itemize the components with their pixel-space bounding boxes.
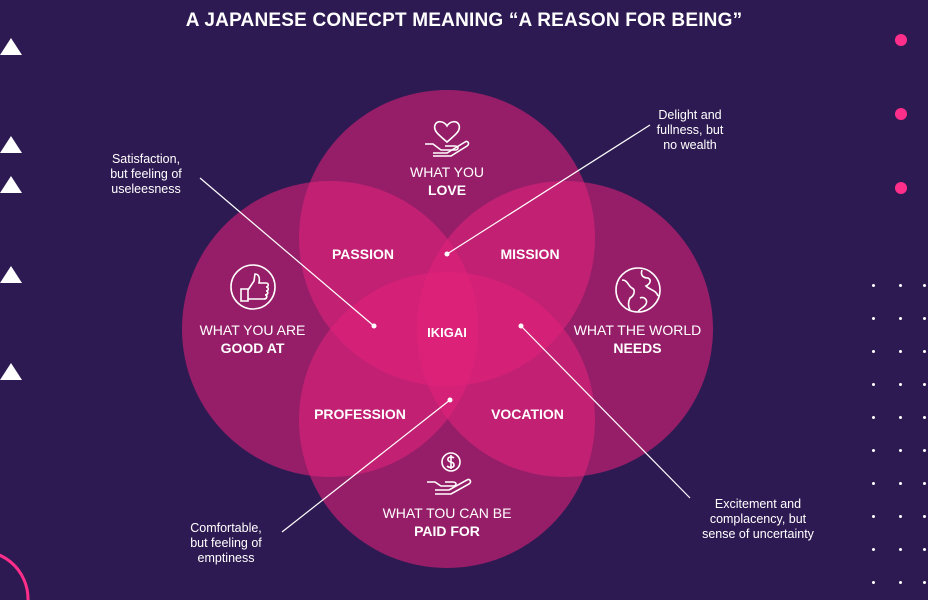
triangle-decor (0, 136, 22, 153)
note-line-top-left (199, 177, 375, 327)
grid-dot (872, 548, 875, 551)
note-top-left-line1: Satisfaction, (111, 152, 181, 166)
note-bottom-left-line2: but feeling of (190, 536, 262, 550)
grid-dot (899, 284, 902, 287)
label-good-line1: WHAT YOU ARE (199, 322, 306, 338)
label-what-the-world-needs: WHAT THE WORLD NEEDS (565, 321, 710, 357)
grid-dot (923, 284, 926, 287)
triangle-decor (0, 176, 22, 193)
page-title: A JAPANESE CONECPT MEANING “A REASON FOR… (185, 10, 743, 31)
zone-ikigai: IKIGAI (427, 325, 467, 340)
dot-decor (895, 34, 907, 46)
note-dot-bottom-left (447, 397, 453, 403)
note-top-left-line2: but feeling of (110, 167, 182, 181)
note-line-top-right (446, 124, 651, 255)
grid-dot (899, 350, 902, 353)
triangle-decor (0, 266, 22, 283)
grid-dot (923, 482, 926, 485)
grid-dot (899, 548, 902, 551)
grid-dot (923, 548, 926, 551)
note-bottom-right-line1: Excitement and (714, 497, 802, 511)
dot-decor (895, 108, 907, 120)
grid-dot (923, 416, 926, 419)
note-bottom-right-line3: sense of uncertainty (702, 527, 814, 541)
zone-vocation: VOCATION (491, 406, 564, 422)
heart-in-hand-icon (425, 120, 470, 157)
note-bottom-right-line2: complacency, but (709, 512, 807, 526)
dollar-in-hand-icon (427, 452, 472, 495)
note-bottom-left: Comfortable, but feeling of emptiness (172, 521, 280, 566)
grid-dot (899, 482, 902, 485)
grid-dot (899, 581, 902, 584)
grid-dot (872, 482, 875, 485)
label-what-you-can-be-paid-for: WHAT TOU CAN BE PAID FOR (372, 504, 522, 540)
grid-dot (923, 581, 926, 584)
grid-dot (899, 515, 902, 518)
grid-dot (872, 581, 875, 584)
label-paid-line2: PAID FOR (414, 523, 480, 539)
grid-dot (923, 350, 926, 353)
grid-dot (923, 317, 926, 320)
note-dot-bottom-right (518, 323, 524, 329)
corner-arc-decor (0, 553, 30, 600)
note-line-bottom-left (281, 399, 451, 533)
zone-passion: PASSION (332, 246, 394, 262)
grid-dot (872, 383, 875, 386)
globe-icon (615, 267, 661, 313)
label-what-you-are-good-at: WHAT YOU ARE GOOD AT (185, 321, 320, 357)
grid-dot (923, 383, 926, 386)
note-top-right-line2: fullness, but (656, 123, 724, 137)
note-dot-top-right (444, 251, 450, 257)
grid-dot (872, 317, 875, 320)
grid-dot (899, 416, 902, 419)
note-bottom-right: Excitement and complacency, but sense of… (688, 497, 828, 542)
grid-dot (872, 350, 875, 353)
dot-decor (895, 182, 907, 194)
circle-paid-for (299, 272, 595, 568)
note-top-left: Satisfaction, but feeling of useleesness (96, 152, 196, 197)
label-paid-line1: WHAT TOU CAN BE (382, 505, 512, 521)
zone-profession: PROFESSION (314, 406, 406, 422)
label-love-line1: WHAT YOU (410, 164, 484, 180)
zone-mission: MISSION (500, 246, 560, 262)
thumbs-up-icon (230, 264, 276, 310)
label-love-line2: LOVE (427, 182, 467, 198)
grid-dot (923, 515, 926, 518)
grid-dot (899, 317, 902, 320)
label-what-you-love: WHAT YOU LOVE (387, 163, 507, 199)
grid-dot (923, 449, 926, 452)
triangle-decor (0, 38, 22, 55)
note-top-right: Delight and fullness, but no wealth (640, 108, 740, 153)
note-line-bottom-right (520, 325, 691, 499)
grid-dot (872, 515, 875, 518)
triangle-decor (0, 363, 22, 380)
grid-dot (899, 449, 902, 452)
note-bottom-left-line3: emptiness (197, 551, 255, 565)
note-top-right-line3: no wealth (663, 138, 717, 152)
grid-dot (899, 383, 902, 386)
note-top-left-line3: useleesness (111, 182, 181, 196)
note-dot-top-left (371, 323, 377, 329)
label-good-line2: GOOD AT (220, 340, 285, 356)
grid-dot (872, 416, 875, 419)
label-world-line2: NEEDS (613, 340, 662, 356)
grid-dot (872, 284, 875, 287)
note-bottom-left-line1: Comfortable, (190, 521, 262, 535)
label-world-line1: WHAT THE WORLD (573, 322, 702, 338)
note-top-right-line1: Delight and (658, 108, 722, 122)
grid-dot (872, 449, 875, 452)
